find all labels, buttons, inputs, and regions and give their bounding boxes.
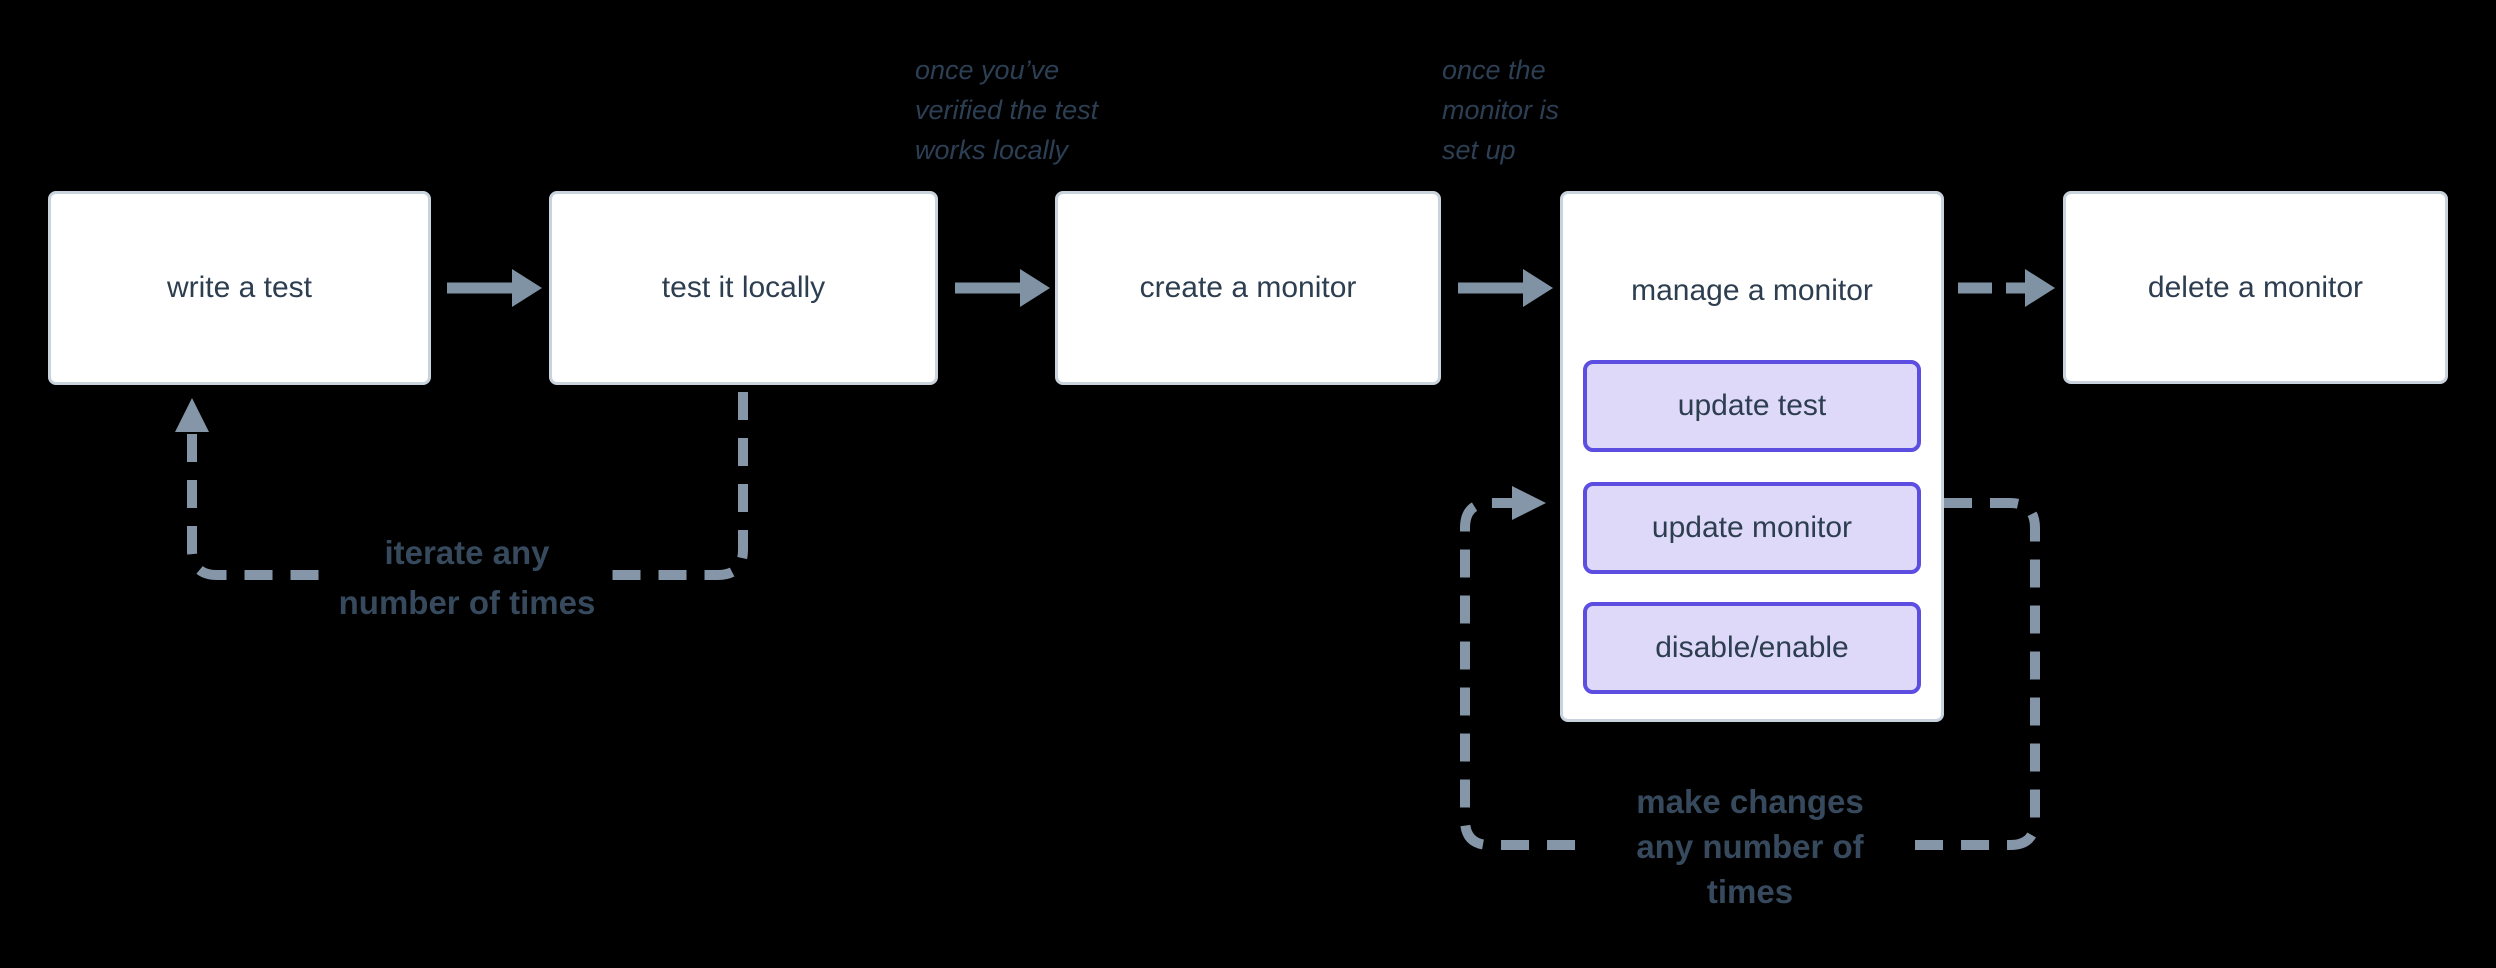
annotation-verified-locally: once you’ve verified the test works loca… (915, 50, 1098, 170)
arrow-create-to-manage (1458, 269, 1553, 307)
node-manage-a-monitor-label: manage a monitor (1631, 274, 1873, 307)
annotation-verified-line-3: works locally (915, 135, 1069, 165)
node-write-a-test: write a test (48, 191, 431, 385)
annotation-verified-line-2: verified the test (915, 95, 1099, 125)
loop-label-changes-line-3: times (1706, 872, 1794, 910)
node-test-it-locally-label: test it locally (661, 271, 826, 304)
loop-label-make-changes: make changes any number of times (1592, 772, 1908, 920)
node-manage-a-monitor: manage a monitor update test update moni… (1560, 191, 1944, 722)
loop-label-iterate-line-1: iterate any (384, 534, 550, 571)
arrow-write-to-test (447, 269, 542, 307)
update-test-button: update test (1583, 360, 1921, 452)
node-delete-a-monitor-label: delete a monitor (2147, 270, 2364, 304)
annotation-monitor-set-up: once the monitor is set up (1442, 50, 1559, 170)
node-test-it-locally: test it locally (549, 191, 938, 385)
loop-label-iterate: iterate any number of times (322, 526, 612, 630)
loop-label-changes-line-1: make changes (1636, 782, 1864, 820)
node-write-a-test-label: write a test (166, 271, 313, 304)
node-create-a-monitor-label: create a monitor (1139, 271, 1357, 304)
loop-label-changes-line-2: any number of (1636, 827, 1864, 865)
disable-enable-button: disable/enable (1583, 602, 1921, 694)
update-monitor-button: update monitor (1583, 482, 1921, 574)
update-monitor-button-label: update monitor (1651, 511, 1853, 544)
arrow-manage-to-delete (1958, 269, 2055, 307)
annotation-setup-line-3: set up (1442, 135, 1516, 165)
loop-label-iterate-line-2: number of times (338, 584, 596, 621)
annotation-verified-line-1: once you’ve (915, 55, 1060, 85)
disable-enable-button-label: disable/enable (1655, 631, 1849, 664)
loop-iterate-connector (175, 392, 748, 580)
node-create-a-monitor: create a monitor (1055, 191, 1441, 385)
annotation-setup-line-1: once the (1442, 55, 1546, 85)
annotation-setup-line-2: monitor is (1442, 95, 1560, 125)
node-delete-a-monitor: delete a monitor (2063, 191, 2448, 384)
update-test-button-label: update test (1677, 389, 1827, 422)
arrow-test-to-create (955, 269, 1050, 307)
